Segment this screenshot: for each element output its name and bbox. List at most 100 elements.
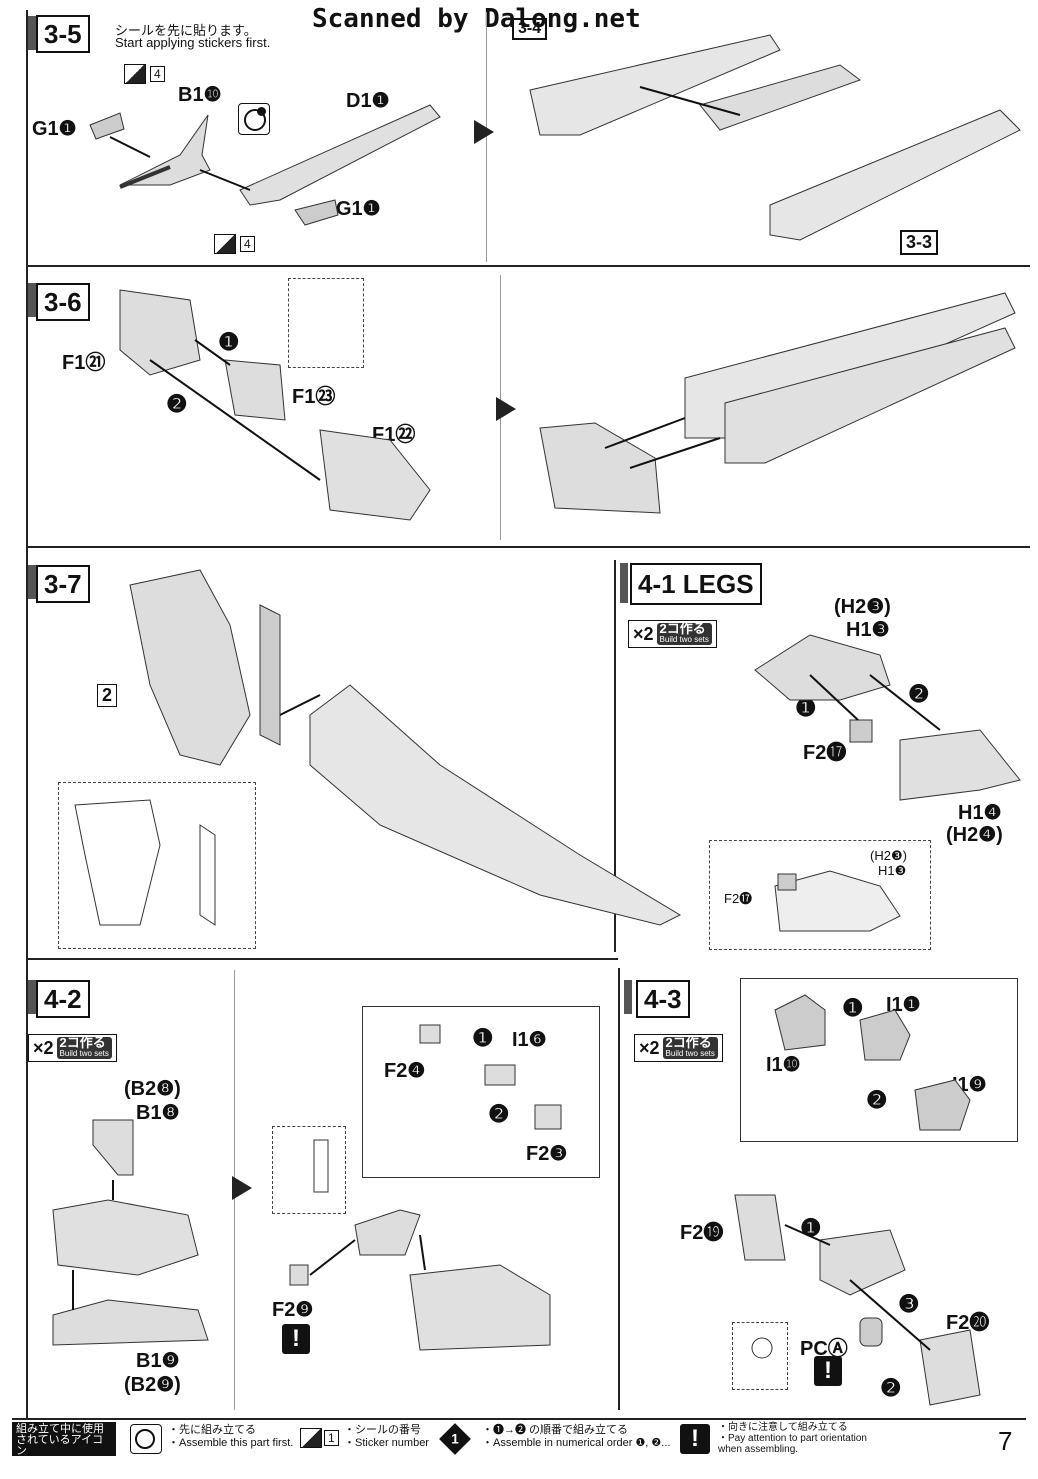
detail-box bbox=[732, 1322, 788, 1390]
ref-step-label: 2 bbox=[97, 684, 118, 707]
step-4-3-detail-drawing bbox=[774, 994, 971, 1131]
watermark: Scanned by Dalong.net bbox=[312, 4, 641, 34]
part-label: D1❶ bbox=[346, 90, 390, 112]
part-label: F1㉑ bbox=[62, 352, 106, 374]
step-bar bbox=[28, 16, 36, 50]
part-label: B1❾ bbox=[136, 1350, 180, 1372]
step-3-6-result-drawing bbox=[539, 292, 1016, 514]
step-4-2-label: 4-2 bbox=[36, 980, 90, 1018]
detail-part-label: F2❸ bbox=[526, 1143, 568, 1165]
step-3-7-label: 3-7 bbox=[36, 565, 90, 603]
step-3-5-result-drawing bbox=[529, 34, 1021, 241]
detail-box bbox=[740, 978, 1018, 1142]
step-4-3-drawing bbox=[734, 1194, 981, 1406]
detail-part-label: I1❻ bbox=[512, 1029, 547, 1051]
part-label: F2⓱ bbox=[803, 742, 847, 764]
detail-part-label: (H2❸) bbox=[870, 848, 907, 863]
part-label: B1❽ bbox=[136, 1102, 180, 1124]
sticker-number: 4 bbox=[240, 236, 255, 252]
legend-item-2-jp: ・シールの番号 bbox=[344, 1424, 421, 1436]
part-label: G1❶ bbox=[336, 198, 381, 220]
legend-item-3-en: ・Assemble in numerical order ❶, ❷... bbox=[482, 1437, 671, 1449]
order-number: ❶ bbox=[472, 1025, 494, 1052]
assemble-first-icon bbox=[238, 103, 270, 135]
step-4-1-detail-drawing bbox=[774, 870, 901, 932]
part-label: B1❿ bbox=[178, 84, 222, 106]
sticker-note-jp: シールを先に貼ります。 bbox=[115, 23, 257, 38]
x2-label: ×2 bbox=[639, 1038, 660, 1058]
part-label: (H2❹) bbox=[946, 824, 1003, 846]
divider bbox=[28, 546, 1030, 548]
divider bbox=[614, 560, 616, 952]
order-number: ❶ bbox=[218, 329, 240, 356]
step-4-3-label: 4-3 bbox=[636, 980, 690, 1018]
legend-item-2: ・シールの番号 ・Sticker number bbox=[344, 1424, 429, 1450]
arrow-right-icon bbox=[232, 1176, 252, 1200]
part-label: PCⒶ bbox=[800, 1338, 848, 1360]
attention-icon: ! bbox=[680, 1424, 710, 1454]
sticker-note-en: Start applying stickers first. bbox=[115, 35, 271, 50]
step-3-7-detail-drawing bbox=[74, 799, 216, 926]
order-number: ❷ bbox=[880, 1375, 902, 1402]
part-label: (H2❸) bbox=[834, 596, 891, 618]
make-en-label: Build two sets bbox=[659, 635, 709, 644]
make-label: 2コ作る bbox=[659, 621, 706, 636]
part-label: (B2❾) bbox=[124, 1374, 181, 1396]
sticker-number: 1 bbox=[324, 1430, 339, 1446]
detail-part-label: H1❸ bbox=[878, 863, 907, 878]
part-label: G1❶ bbox=[32, 118, 77, 140]
legend-item-4-en2: when assembling. bbox=[718, 1444, 799, 1455]
make-label: 2コ作る bbox=[59, 1035, 106, 1050]
order-number: ❷ bbox=[866, 1087, 888, 1114]
order-icon: 1 bbox=[439, 1423, 471, 1455]
divider bbox=[28, 958, 618, 960]
step-4-2-right-drawing bbox=[289, 1024, 562, 1351]
step-bar bbox=[28, 283, 36, 317]
step-3-6-label: 3-6 bbox=[36, 283, 90, 321]
order-number: ❶ bbox=[842, 995, 864, 1022]
legend-footer: 組み立て中に使用 されているアイコン Symbols used in instr… bbox=[12, 1418, 1026, 1478]
detail-box bbox=[288, 278, 364, 368]
part-label: F1㉓ bbox=[292, 386, 336, 408]
ref-step-label: 3-4 bbox=[512, 18, 548, 40]
sticker-icon bbox=[300, 1428, 322, 1448]
divider bbox=[618, 968, 620, 1410]
legend-item-4-jp: ・向きに注意して組み立てる bbox=[718, 1422, 848, 1433]
legend-item-1-jp: ・先に組み立てる bbox=[168, 1424, 256, 1436]
part-label: (B2❽) bbox=[124, 1078, 181, 1100]
attention-icon: ! bbox=[814, 1356, 842, 1386]
legend-item-3: ・❶→❷ の順番で組み立てる ・Assemble in numerical or… bbox=[482, 1424, 670, 1450]
page-number: 7 bbox=[998, 1426, 1013, 1456]
legend-item-1: ・先に組み立てる ・Assemble this part first. bbox=[168, 1424, 293, 1450]
step-3-5-parts-drawing bbox=[89, 104, 441, 226]
detail-part-label: F2❹ bbox=[384, 1060, 426, 1082]
detail-box bbox=[58, 782, 256, 949]
arrow-right-icon bbox=[496, 397, 516, 421]
sticker-number: 4 bbox=[150, 66, 165, 82]
step-3-6-parts-drawing bbox=[119, 289, 431, 521]
part-label: F2❾ bbox=[272, 1299, 314, 1321]
step-bar bbox=[28, 980, 36, 1014]
step-bar bbox=[28, 565, 36, 599]
step-bar bbox=[620, 563, 628, 603]
order-number: ❶ bbox=[795, 695, 817, 722]
step-4-2-left-drawing bbox=[52, 1119, 209, 1346]
divider bbox=[26, 10, 28, 1420]
legend-item-4-en1: ・Pay attention to part orientation bbox=[718, 1433, 867, 1444]
part-label: H1❸ bbox=[846, 619, 890, 641]
detail-box bbox=[272, 1126, 346, 1214]
part-label: F2⓴ bbox=[946, 1312, 990, 1334]
order-number: ❷ bbox=[908, 681, 930, 708]
assemble-first-icon bbox=[130, 1424, 162, 1454]
order-number: ❸ bbox=[898, 1291, 920, 1318]
sticker-icon bbox=[124, 64, 146, 84]
part-label: H1❹ bbox=[958, 802, 1002, 824]
legend-item-2-en: ・Sticker number bbox=[344, 1437, 429, 1449]
detail-box bbox=[709, 840, 931, 950]
legend-title-jp1: 組み立て中に使用 bbox=[16, 1423, 104, 1435]
detail-part-label: F2⓱ bbox=[724, 891, 753, 906]
make-en-label: Build two sets bbox=[665, 1049, 715, 1058]
